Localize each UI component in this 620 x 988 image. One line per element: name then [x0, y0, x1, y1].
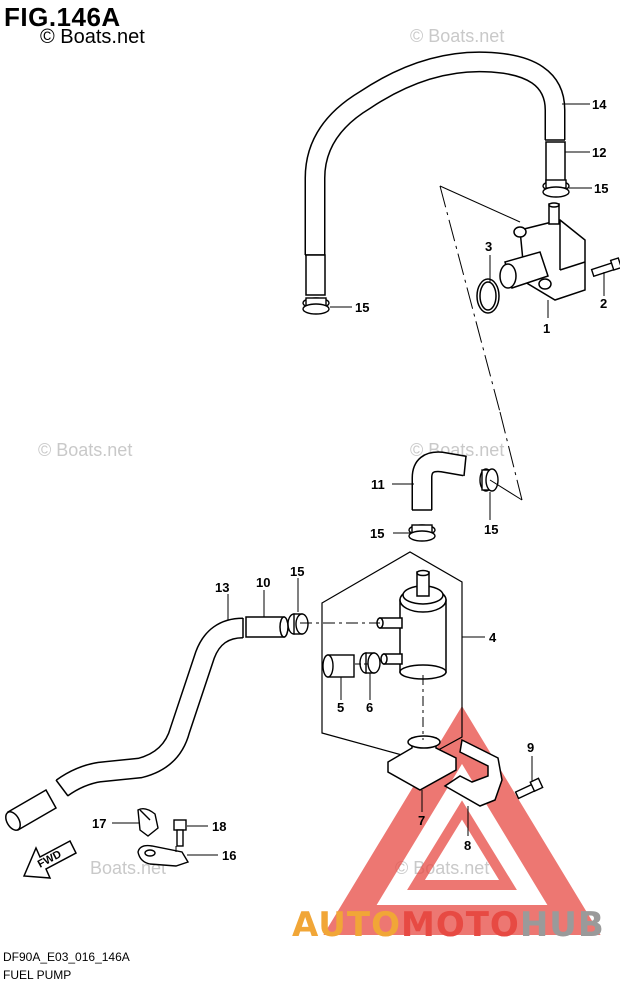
bolt-bracket[interactable]: [514, 777, 544, 800]
clip-filter-top[interactable]: [408, 524, 436, 542]
bolt-pump[interactable]: [590, 257, 620, 278]
callout-1[interactable]: 1: [543, 321, 550, 336]
callout-15[interactable]: 15: [370, 526, 384, 541]
callout-leaders: [112, 103, 605, 856]
callout-17[interactable]: 17: [92, 816, 106, 831]
hose-upper[interactable]: [304, 51, 566, 256]
callout-10[interactable]: 10: [256, 575, 270, 590]
brand-part-hub: HUB: [519, 905, 605, 945]
fuel-filter[interactable]: [376, 569, 447, 680]
diagram-code: DF90A_E03_016_146A: [3, 950, 130, 964]
callout-11[interactable]: 11: [371, 477, 385, 492]
bolt-clamp[interactable]: [173, 819, 187, 847]
fuel-pump[interactable]: [499, 202, 586, 301]
hose-lower-end: [5, 788, 58, 832]
filter-box: [321, 551, 463, 761]
callout-18[interactable]: 18: [212, 819, 226, 834]
callout-7[interactable]: 7: [418, 813, 425, 828]
callout-2[interactable]: 2: [600, 296, 607, 311]
watermark: © Boats.net: [38, 440, 133, 460]
callout-8[interactable]: 8: [464, 838, 471, 853]
callout-15[interactable]: 15: [290, 564, 304, 579]
callout-14[interactable]: 14: [592, 97, 607, 112]
hose-short[interactable]: [245, 616, 289, 638]
clip-upper-right[interactable]: [542, 179, 570, 198]
copyright-text: © Boats.net: [40, 26, 145, 48]
clamp-plate[interactable]: [137, 844, 190, 867]
filter-holder[interactable]: [387, 735, 457, 791]
callout-5[interactable]: 5: [337, 700, 344, 715]
callout-6[interactable]: 6: [366, 700, 373, 715]
assembly-lines: [175, 185, 523, 852]
callout-12[interactable]: 12: [592, 145, 606, 160]
figure-title: FIG.146A: [4, 2, 121, 32]
callout-15[interactable]: 15: [484, 522, 498, 537]
callout-numbers: 14 12 15 3 2 1 15 11 15 15 13 10 15 4 5 …: [92, 97, 608, 863]
callout-15[interactable]: 15: [355, 300, 369, 315]
callout-13[interactable]: 13: [215, 580, 229, 595]
callout-4[interactable]: 4: [489, 630, 497, 645]
diagram-name: FUEL PUMP: [3, 968, 72, 982]
filter-joint[interactable]: [322, 654, 355, 678]
clip-filter-left[interactable]: [287, 613, 309, 635]
brand-part-moto: MOTO: [400, 905, 520, 945]
brand-logo-text: AUTOMOTOHUB: [292, 905, 605, 945]
hose-joint-upper[interactable]: [545, 141, 566, 183]
fwd-arrow: FWD: [22, 839, 77, 879]
logo-triangle: [323, 706, 601, 935]
clip-elbow-right[interactable]: [479, 468, 499, 492]
callout-15[interactable]: 15: [594, 181, 608, 196]
filter-clip[interactable]: [359, 652, 381, 674]
brand-part-auto: AUTO: [292, 905, 401, 945]
hose-long[interactable]: [55, 617, 244, 797]
elbow-hose[interactable]: [411, 451, 467, 511]
callout-9[interactable]: 9: [527, 740, 534, 755]
hose-upper-left-end: [305, 254, 326, 296]
clamp-small[interactable]: [137, 807, 159, 837]
o-ring[interactable]: [476, 278, 500, 314]
watermark: © Boats.net: [410, 26, 505, 46]
callout-3[interactable]: 3: [485, 239, 492, 254]
bracket[interactable]: [443, 738, 503, 807]
callout-16[interactable]: 16: [222, 848, 236, 863]
clip-left-hose[interactable]: [302, 297, 330, 315]
